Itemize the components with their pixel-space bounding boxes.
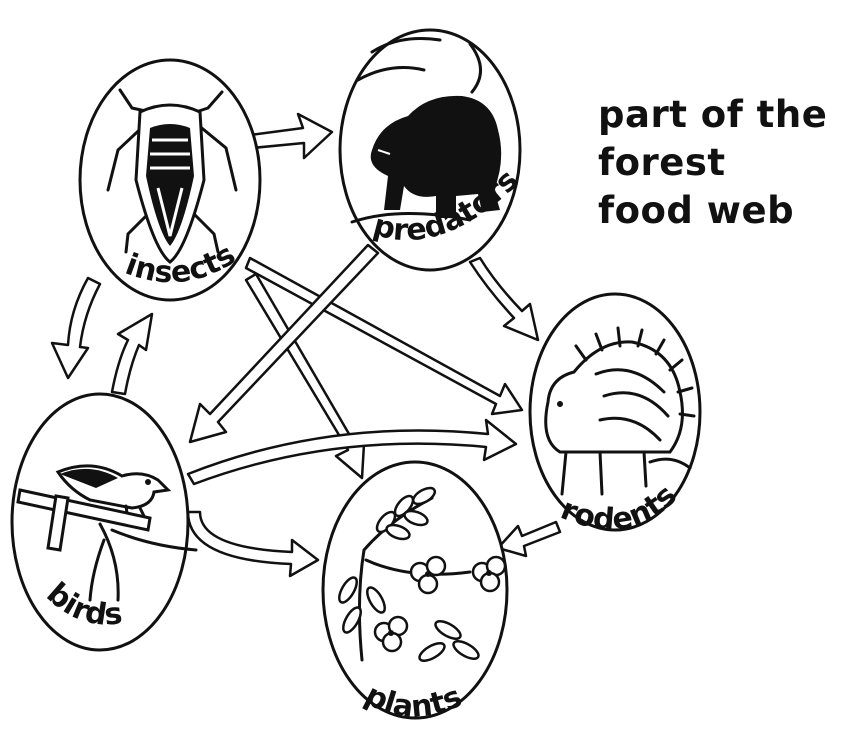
- node-plants: plants: [323, 462, 507, 725]
- title-line-2: forest: [598, 144, 726, 181]
- arrow-rodents-to-plants: [498, 522, 560, 556]
- arrow-birds-to-insects: [112, 314, 152, 394]
- node-insects: insects: [80, 60, 260, 300]
- arrow-birds-to-plants: [188, 512, 318, 576]
- node-birds: birds: [12, 394, 196, 650]
- title-line-3: food web: [598, 192, 794, 229]
- node-rodents: rodents: [530, 294, 700, 538]
- arrow-insects-to-predators: [250, 114, 332, 158]
- arrow-insects-to-birds: [52, 278, 100, 378]
- node-predators: predators: [340, 30, 525, 270]
- title-line-1: part of the: [598, 96, 827, 133]
- arrow-predators-to-rodents: [470, 258, 538, 340]
